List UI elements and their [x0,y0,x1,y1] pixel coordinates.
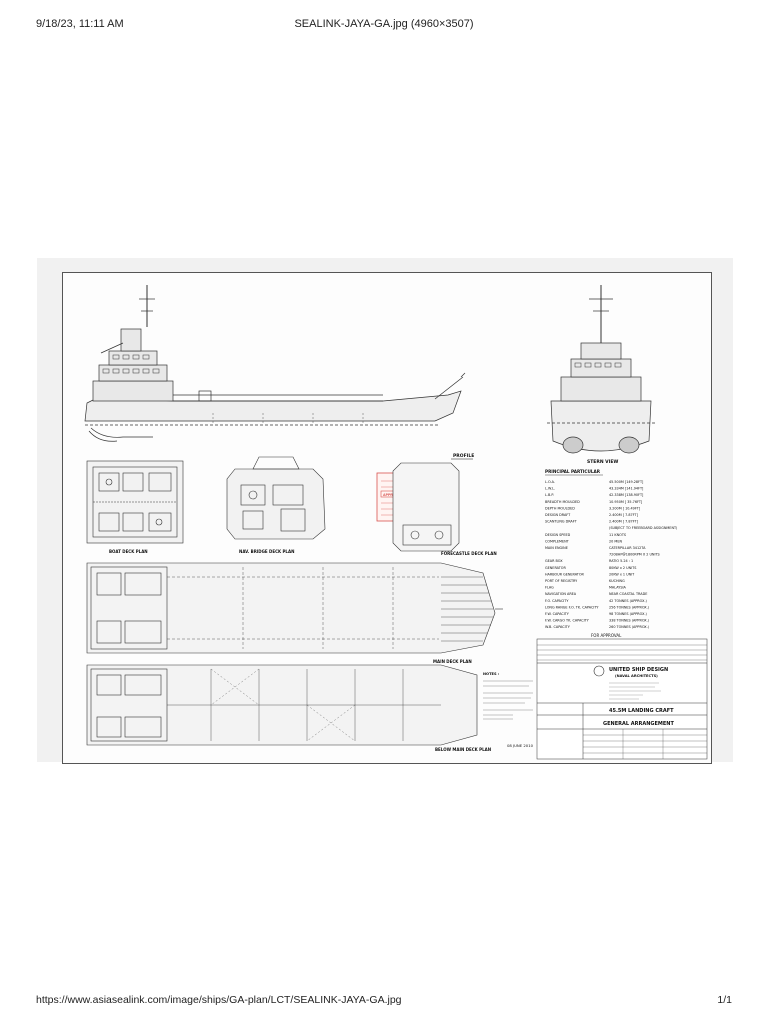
particular-value: 20KW x 1 UNIT [609,572,635,576]
profile-label: PROFILE [453,453,474,459]
below-main-deck-label: BELOW MAIN DECK PLAN [435,747,491,752]
particular-label: BREADTH MOULDED [545,500,580,504]
particular-label: HARBOUR GENERATOR [545,572,585,576]
particular-label: F.O. CAPACITY [545,599,569,603]
nav-bridge-label: NAV. BRIDGE DECK PLAN [239,549,294,554]
print-timestamp: 9/18/23, 11:11 AM [36,18,124,30]
particular-label: DEPTH MOULDED [545,506,575,510]
notes-lines [483,680,533,720]
particular-label: F.W. CAPACITY [545,612,570,616]
particular-value: 98 TONNES (APPROX.) [609,612,648,616]
particular-value: 3.200M [ 10.49FT] [609,506,641,510]
particular-value: 42.338M [138.90FT] [609,493,644,497]
particular-label: NAVIGATION AREA [545,592,577,596]
particular-value: 338 TONNES (APPROX.) [609,619,650,623]
page-number: 1/1 [717,994,732,1006]
below-main-deck-plan [86,664,478,746]
profile-view [84,285,466,442]
drawing-date: 08 JUNE 2010 [507,743,534,748]
particular-label: LONG RANGE F.O. TK. CAPACITY [545,605,599,609]
particular-value: 260 TONNES (APPROX.) [609,625,650,629]
particular-label: MAIN ENGINE [545,546,568,550]
particulars-heading: PRINCIPAL PARTICULAR [545,469,601,474]
particular-value: MALAYSIA [609,586,626,590]
forecastle-label: FORECASTLE DECK PLAN [441,551,497,556]
particular-label: L.B.P. [545,493,554,497]
main-deck-label: MAIN DECK PLAN [433,659,472,664]
company-subtitle: (NAVAL ARCHITECTS) [615,674,658,678]
particular-value: NEAR COASTAL TRADE [609,592,647,596]
general-arrangement-drawing: PROFILE STERN VIEW BOAT DECK PLAN [62,272,712,764]
particular-label: GEAR BOX [545,559,563,563]
particular-value: 20 MEN [609,539,622,543]
for-approval-label: FOR APPROVAL [591,633,622,638]
drawing-canvas: PROFILE STERN VIEW BOAT DECK PLAN [84,285,708,760]
particular-label: DESIGN SPEED [545,533,571,537]
particular-value: 2.400M [ 7.87FT] [609,513,639,517]
particulars-table: L.O.A. 45.500M [149.28FT] L.W.L. 43.334M [1… [545,480,678,629]
particular-label: W.B. CAPACITY [545,625,571,629]
particular-value: 80KW x 2 UNITS [609,566,636,570]
notes-heading: NOTES : [483,672,500,676]
particular-value: 11 KNOTS [609,533,626,537]
particular-label: L.O.A. [545,480,555,484]
boat-deck-plan [86,460,184,544]
particular-label: COMPLEMENT [545,539,570,543]
particular-value: (SUBJECT TO FREEBOARD ASSIGNMENT) [609,526,678,530]
particular-label: DESIGN DRAFT [545,513,571,517]
particular-label: GENERATOR [545,566,566,570]
particular-label: SCANTLING DRAFT [545,520,578,524]
particular-value: 2.400M [ 7.87FT] [609,520,639,524]
particular-value: 10.950M [ 35.76FT] [609,500,643,504]
company-name: UNITED SHIP DESIGN [609,667,668,673]
source-url: https://www.asiasealink.com/image/ships/… [36,994,402,1006]
particular-value: RATIO 5.24 : 1 [609,559,633,563]
particular-label: FLAG [545,586,554,590]
particular-value: 43.334M [141.94FT] [609,487,644,491]
particular-value: KUCHING [609,579,625,583]
particular-label: PORT OF REGISTRY [545,579,578,583]
stern-view-label: STERN VIEW [587,459,618,465]
document-title: SEALINK-JAYA-GA.jpg (4960×3507) [294,18,474,30]
particular-value: 42 TONNES (APPROX.) [609,599,648,603]
particular-value: CATERPILLAR 3412TA [609,546,646,550]
particular-value: 256 TONNES (APPROX.) [609,605,650,609]
project-title: 45.5M LANDING CRAFT [609,708,674,714]
particular-value: 45.500M [149.28FT] [609,480,644,484]
nav-bridge-deck-plan [226,456,326,540]
drawing-title: GENERAL ARRANGEMENT [603,721,674,727]
company-address-lines [609,682,661,700]
particular-value: 720BHP@1800RPM X 2 UNITS [609,553,660,557]
particular-label: F.W. CARGO TK. CAPACITY [545,619,590,623]
principal-particulars: PRINCIPAL PARTICULAR L.O.A. 45.500M [149.… [545,469,678,638]
forecastle-deck-plan [392,462,460,552]
main-deck-plan [86,562,503,654]
particular-label: L.W.L. [545,487,555,491]
boat-deck-label: BOAT DECK PLAN [109,549,148,554]
stern-view [547,285,655,454]
